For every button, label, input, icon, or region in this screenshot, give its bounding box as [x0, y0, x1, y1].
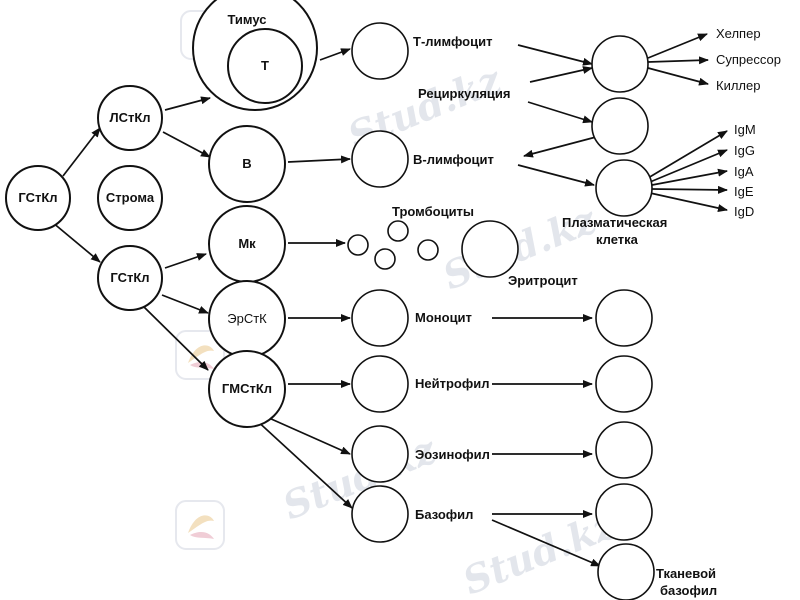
immunoglobulin-label: IgD — [734, 204, 754, 219]
arrow — [319, 48, 351, 61]
arrow — [651, 168, 728, 186]
arrow — [162, 131, 211, 158]
immunoglobulin-label: IgG — [734, 143, 755, 158]
basophil-mature-circle — [595, 483, 653, 541]
b-circle — [208, 125, 286, 203]
arrow — [651, 185, 728, 194]
monocyte-circle — [351, 289, 409, 347]
arrow — [161, 294, 209, 314]
neutrophil-mature-circle — [595, 355, 653, 413]
arrow — [259, 413, 351, 455]
tissue-basophil-label-line2: базофил — [660, 583, 717, 598]
t-lymphocyte-label: Т-лимфоцит — [413, 34, 492, 49]
arrow — [517, 164, 595, 187]
recirculating-cell-circle — [591, 97, 649, 155]
cell-labels: Т-лимфоцит Рециркуляция В-лимфоцит Плазм… — [392, 26, 781, 598]
erythrocyte-label: Эритроцит — [508, 273, 578, 288]
immunoglobulin-label: IgM — [734, 122, 756, 137]
eosinophil-circle — [351, 425, 409, 483]
neutrophil-label: Нейтрофил — [415, 376, 489, 391]
plasma-cell-label-line2: клетка — [596, 232, 639, 247]
immunoglobulin-label: IgE — [734, 184, 754, 199]
monocyte-mature-circle — [595, 289, 653, 347]
thymus-label: Тимус — [227, 12, 266, 27]
eosinophil-label: Эозинофил — [415, 447, 490, 462]
arrows — [51, 33, 728, 567]
lstkl-label: ЛСтКл — [109, 110, 150, 125]
platelet-circle — [347, 234, 369, 256]
t-cell-type-label: Киллер — [716, 78, 760, 93]
basophil-label: Базофил — [415, 507, 473, 522]
arrow — [287, 155, 351, 164]
erythrocyte-circle — [461, 220, 519, 278]
platelets-label: Тромбоциты — [392, 204, 474, 219]
plasma-cell-circle — [595, 159, 653, 217]
arrow — [649, 149, 728, 183]
progenitor-nodes: ГСтКл Строма ЛСтКл ГСтКл Тимус Т В Мк Эр… — [5, 0, 318, 428]
arrow — [649, 192, 728, 212]
arrow — [647, 130, 728, 179]
recirculation-label: Рециркуляция — [418, 86, 510, 101]
b-lymphocyte-label: В-лимфоцит — [413, 152, 494, 167]
arrow — [647, 33, 708, 59]
platelet-circle — [387, 220, 409, 242]
t-lymphocyte-circle — [351, 22, 409, 80]
tissue-basophil-circle — [597, 543, 655, 600]
b-lymphocyte-circle — [351, 130, 409, 188]
stroma-label: Строма — [106, 190, 155, 205]
arrow — [647, 67, 709, 86]
t-cell-circle — [591, 35, 649, 93]
monocyte-label: Моноцит — [415, 310, 472, 325]
platelet-circle — [374, 248, 396, 270]
watermark-logo — [175, 500, 225, 550]
gstkl-mid-circle — [97, 245, 163, 311]
t-circle — [227, 28, 303, 104]
gmstkl-label: ГМСтКл — [222, 381, 272, 396]
arrow — [143, 306, 209, 371]
gstkl-root-label: ГСтКл — [18, 190, 57, 205]
arrow — [517, 44, 593, 66]
mk-label: Мк — [238, 236, 256, 251]
lstkl-circle — [97, 85, 163, 151]
arrow — [647, 56, 709, 65]
t-cell-type-label: Супрессор — [716, 52, 781, 67]
platelet-circle — [417, 239, 439, 261]
arrow — [164, 253, 207, 269]
immunoglobulin-label: IgA — [734, 164, 754, 179]
gstkl-mid-label: ГСтКл — [110, 270, 149, 285]
arrow — [62, 127, 101, 177]
t-label: Т — [261, 58, 269, 73]
plasma-cell-label-line1: Плазматическая — [562, 215, 667, 230]
arrow — [527, 101, 593, 124]
mature-cells — [347, 22, 519, 543]
arrow — [51, 221, 101, 263]
b-label: В — [242, 156, 251, 171]
arrow — [491, 519, 601, 567]
basophil-circle — [351, 485, 409, 543]
arrow — [164, 96, 211, 111]
arrow — [253, 417, 353, 509]
terminal-cells — [591, 35, 655, 600]
neutrophil-circle — [351, 355, 409, 413]
gmstkl-circle — [208, 350, 286, 428]
eosinophil-mature-circle — [595, 421, 653, 479]
arrow — [529, 66, 593, 83]
erstk-label: ЭрСтК — [227, 311, 267, 326]
stroma-circle — [97, 165, 163, 231]
t-cell-type-label: Хелпер — [716, 26, 761, 41]
gstkl-root-circle — [5, 165, 71, 231]
arrow — [523, 136, 597, 158]
tissue-basophil-label-line1: Тканевой — [656, 566, 716, 581]
